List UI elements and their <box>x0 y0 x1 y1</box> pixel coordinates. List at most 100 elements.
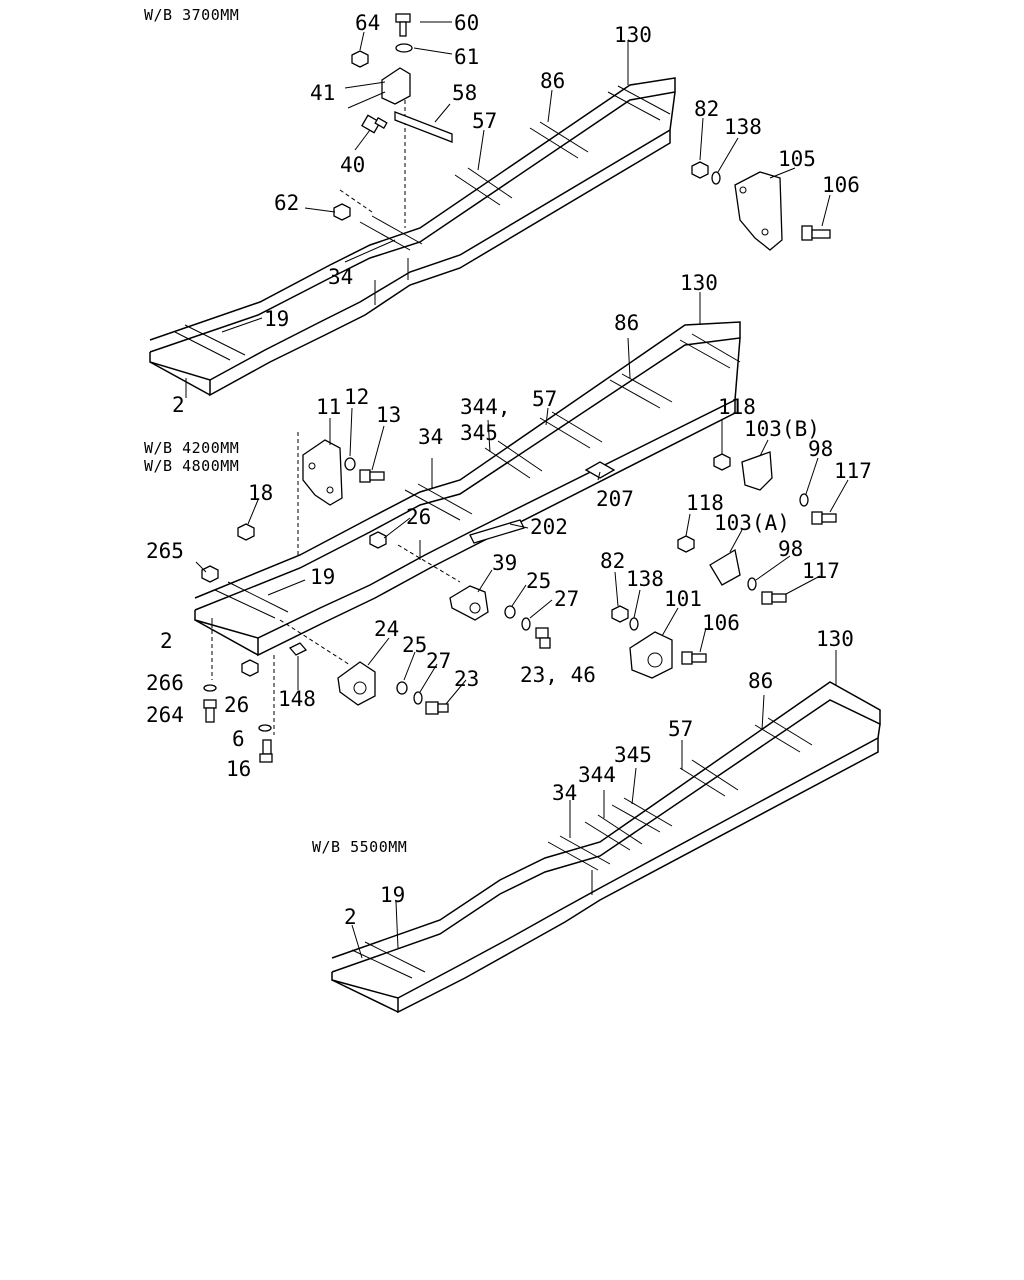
leaders-frame-1 <box>185 21 831 398</box>
header-wb-4200: W/B 4200MM <box>144 439 239 457</box>
header-wb-4800: W/B 4800MM <box>144 457 239 475</box>
leaders-frame-3 <box>351 650 837 959</box>
callout-61: 61 <box>454 45 479 69</box>
callout-82b: 82 <box>600 549 625 573</box>
bolt-13 <box>359 469 385 483</box>
plate-58 <box>394 111 453 143</box>
leaders-frame-2 <box>195 292 849 705</box>
callout-6: 6 <box>232 727 245 751</box>
callout-86b: 86 <box>614 311 639 335</box>
bolt-106b <box>681 651 707 665</box>
callout-130c: 130 <box>816 627 854 651</box>
callout-23: 23 <box>454 667 479 691</box>
callout-86c: 86 <box>748 669 773 693</box>
callout-25a: 25 <box>526 569 551 593</box>
callout-labels: 64 60 61 130 41 58 86 82 138 105 57 106 … <box>146 11 872 929</box>
callout-26a: 26 <box>406 505 431 529</box>
callout-2b: 2 <box>160 629 173 653</box>
washer-25a <box>504 605 516 619</box>
callout-40: 40 <box>340 153 365 177</box>
callout-34b: 34 <box>418 425 443 449</box>
callout-19a: 19 <box>264 307 289 331</box>
callout-39: 39 <box>492 551 517 575</box>
bracket-101 <box>629 631 673 679</box>
callout-105: 105 <box>778 147 816 171</box>
bolt-117b <box>761 591 787 605</box>
bolt-264 <box>203 699 217 723</box>
nut-118b <box>677 535 695 553</box>
bracket-39 <box>449 585 489 621</box>
bolt-16 <box>259 739 273 763</box>
washer-266 <box>203 684 217 692</box>
callout-2c: 2 <box>344 905 357 929</box>
callout-64: 64 <box>355 11 380 35</box>
frame-wb-4200-4800 <box>194 321 741 735</box>
callout-82a: 82 <box>694 97 719 121</box>
callout-34c: 34 <box>552 781 577 805</box>
callout-57c: 57 <box>668 717 693 741</box>
callout-12: 12 <box>344 385 369 409</box>
callout-106b: 106 <box>702 611 740 635</box>
bracket-41 <box>381 67 411 105</box>
plate-148 <box>288 642 308 656</box>
callout-24: 24 <box>374 617 399 641</box>
callout-344b: 344 <box>578 763 616 787</box>
callout-98a: 98 <box>808 437 833 461</box>
callout-118b: 118 <box>686 491 724 515</box>
bracket-11 <box>302 439 343 506</box>
plate-207 <box>584 461 616 479</box>
callout-16: 16 <box>226 757 251 781</box>
washer-61 <box>395 43 413 53</box>
plate-202 <box>469 519 525 544</box>
callout-27b: 27 <box>426 649 451 673</box>
callout-86a: 86 <box>540 69 565 93</box>
callout-345b: 345 <box>614 743 652 767</box>
frame-wb-5500 <box>331 681 881 1014</box>
washer-98a <box>799 493 809 507</box>
callout-117a: 117 <box>834 459 872 483</box>
nut-62 <box>333 203 351 221</box>
callout-118a: 118 <box>718 395 756 419</box>
washer-12 <box>344 457 356 471</box>
nut-82a <box>691 161 709 179</box>
callout-138a: 138 <box>724 115 762 139</box>
callout-117b: 117 <box>802 559 840 583</box>
washer-27a <box>521 617 531 631</box>
callout-19b: 19 <box>310 565 335 589</box>
bracket-105 <box>734 171 783 251</box>
header-wb-3700: W/B 3700MM <box>144 6 239 24</box>
washer-138b <box>629 617 639 631</box>
callout-103a: 103(A) <box>714 511 790 535</box>
callout-265: 265 <box>146 539 184 563</box>
callout-34a: 34 <box>328 265 353 289</box>
header-wb-5500: W/B 5500MM <box>312 838 407 856</box>
washer-6 <box>258 724 272 732</box>
callout-58: 58 <box>452 81 477 105</box>
bolt-60 <box>395 13 411 37</box>
nut-82b <box>611 605 629 623</box>
nut-26b <box>241 659 259 677</box>
callout-2a: 2 <box>172 393 185 417</box>
callout-57a: 57 <box>472 109 497 133</box>
nut-26a <box>369 531 387 549</box>
callout-23-46: 23, 46 <box>520 663 596 687</box>
bolt-23-46 <box>535 627 551 649</box>
callout-11: 11 <box>316 395 341 419</box>
bolt-40 <box>361 114 388 134</box>
bracket-103b <box>741 451 773 491</box>
nut-118a <box>713 453 731 471</box>
bracket-24 <box>337 661 376 706</box>
bracket-103a <box>709 548 741 586</box>
bolt-23 <box>425 701 449 715</box>
callout-13: 13 <box>376 403 401 427</box>
nut-265 <box>201 565 219 583</box>
callout-130b: 130 <box>680 271 718 295</box>
callout-103b: 103(B) <box>744 417 820 441</box>
washer-138a <box>711 171 721 185</box>
bolt-106a <box>801 225 831 241</box>
callout-27a: 27 <box>554 587 579 611</box>
bolt-117a <box>811 511 837 525</box>
callout-130a: 130 <box>614 23 652 47</box>
callout-202: 202 <box>530 515 568 539</box>
nut-18 <box>237 523 255 541</box>
